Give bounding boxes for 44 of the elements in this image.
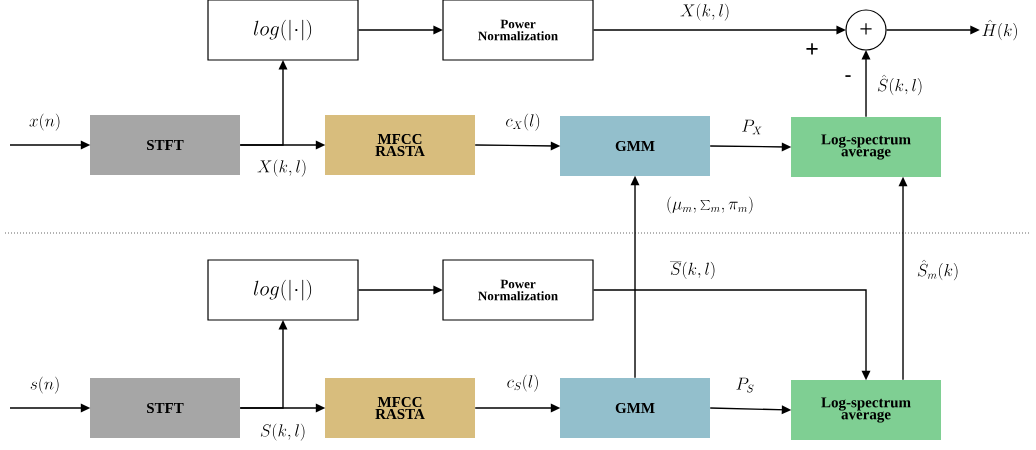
process-box: Log-spectrum average xyxy=(791,117,941,177)
arrow xyxy=(898,176,908,381)
process-box: STFT xyxy=(90,115,240,175)
arrow xyxy=(709,405,792,415)
arrow xyxy=(474,403,561,413)
arrow xyxy=(357,285,443,295)
edge-label: $\hat{S}(k,l)$ xyxy=(876,73,925,97)
process-box: Power Normalization xyxy=(442,259,594,321)
edge-label: $s(n)$ xyxy=(28,375,62,395)
edge-label: $x(n)$ xyxy=(28,112,62,132)
arrow xyxy=(9,140,91,150)
arrow xyxy=(630,175,640,379)
arrow xyxy=(592,25,846,35)
arrow xyxy=(239,60,288,146)
arrow xyxy=(709,142,792,152)
process-box: STFT xyxy=(90,378,240,438)
edge-label: $X(k,l)$ xyxy=(256,158,308,178)
arrow xyxy=(9,403,91,413)
arrow xyxy=(239,320,288,409)
arrow xyxy=(357,25,443,35)
edge-label: $\overline{S}(k,l)$ xyxy=(669,259,717,281)
arrow xyxy=(861,50,871,118)
process-box: MFCC RASTA xyxy=(325,115,475,175)
edge-label: $c_X(l)$ xyxy=(504,112,542,132)
edge-label: $X(k,l)$ xyxy=(679,2,731,22)
process-box: GMM xyxy=(560,378,710,438)
process-box: Power Normalization xyxy=(442,0,594,61)
process-box: Log-spectrum average xyxy=(791,380,941,440)
sign-label: - xyxy=(845,75,851,77)
process-box: GMM xyxy=(560,116,710,176)
arrow xyxy=(474,141,561,151)
edge-label: $P_X$ xyxy=(740,118,764,136)
edge-label: $(\mu_m, \sum_m, \pi_m)$ xyxy=(664,195,756,215)
edge-label: $S(k,l)$ xyxy=(259,422,307,442)
edge-label: $c_S(l)$ xyxy=(505,373,541,393)
sign-label: + xyxy=(806,43,818,55)
arrow xyxy=(885,25,980,35)
process-box: MFCC RASTA xyxy=(325,378,475,438)
output-label: $\hat{H}(k)$ xyxy=(982,19,1017,41)
arrow xyxy=(592,289,871,381)
edge-label: $P_S$ xyxy=(734,376,756,394)
edge-label: $\hat{S}_m(k)$ xyxy=(915,258,961,282)
process-box: $log(|\cdot|)$ xyxy=(207,259,359,321)
process-box: $log(|\cdot|)$ xyxy=(207,0,359,61)
